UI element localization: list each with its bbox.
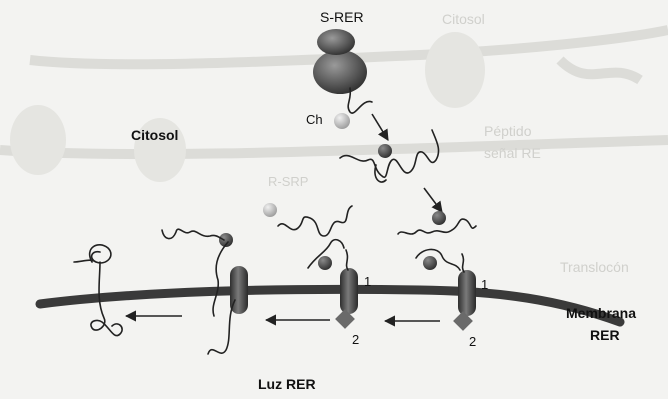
ch-label: Ch bbox=[306, 112, 323, 127]
arrow-to-peptide bbox=[372, 114, 388, 140]
svg-text:señal RE: señal RE bbox=[484, 145, 541, 161]
folded-protein bbox=[74, 245, 122, 336]
er-membrane bbox=[40, 289, 620, 322]
s-rer-label: S-RER bbox=[320, 9, 364, 25]
rer-label: RER bbox=[590, 327, 620, 343]
chaperone-ball bbox=[334, 113, 350, 129]
label-2-middle: 2 bbox=[352, 332, 359, 347]
label-1-middle: 1 bbox=[364, 274, 371, 289]
svg-text:R-SRP: R-SRP bbox=[268, 174, 308, 189]
released-polypeptide bbox=[340, 130, 439, 182]
svg-text:Translocón: Translocón bbox=[560, 259, 629, 275]
citosol-label: Citosol bbox=[131, 127, 178, 143]
label-2-right: 2 bbox=[469, 334, 476, 349]
arrow-to-complex bbox=[424, 188, 442, 212]
svg-text:Péptido: Péptido bbox=[484, 123, 532, 139]
right-peptides bbox=[398, 211, 476, 270]
svg-text:Citosol: Citosol bbox=[442, 11, 485, 27]
left-upper-peptide bbox=[162, 229, 233, 247]
label-1-right: 1 bbox=[481, 277, 488, 292]
middle-peptides bbox=[263, 203, 352, 270]
luz-rer-label: Luz RER bbox=[258, 376, 316, 392]
membrana-label: Membrana bbox=[566, 305, 636, 321]
translocon-left bbox=[208, 242, 248, 354]
